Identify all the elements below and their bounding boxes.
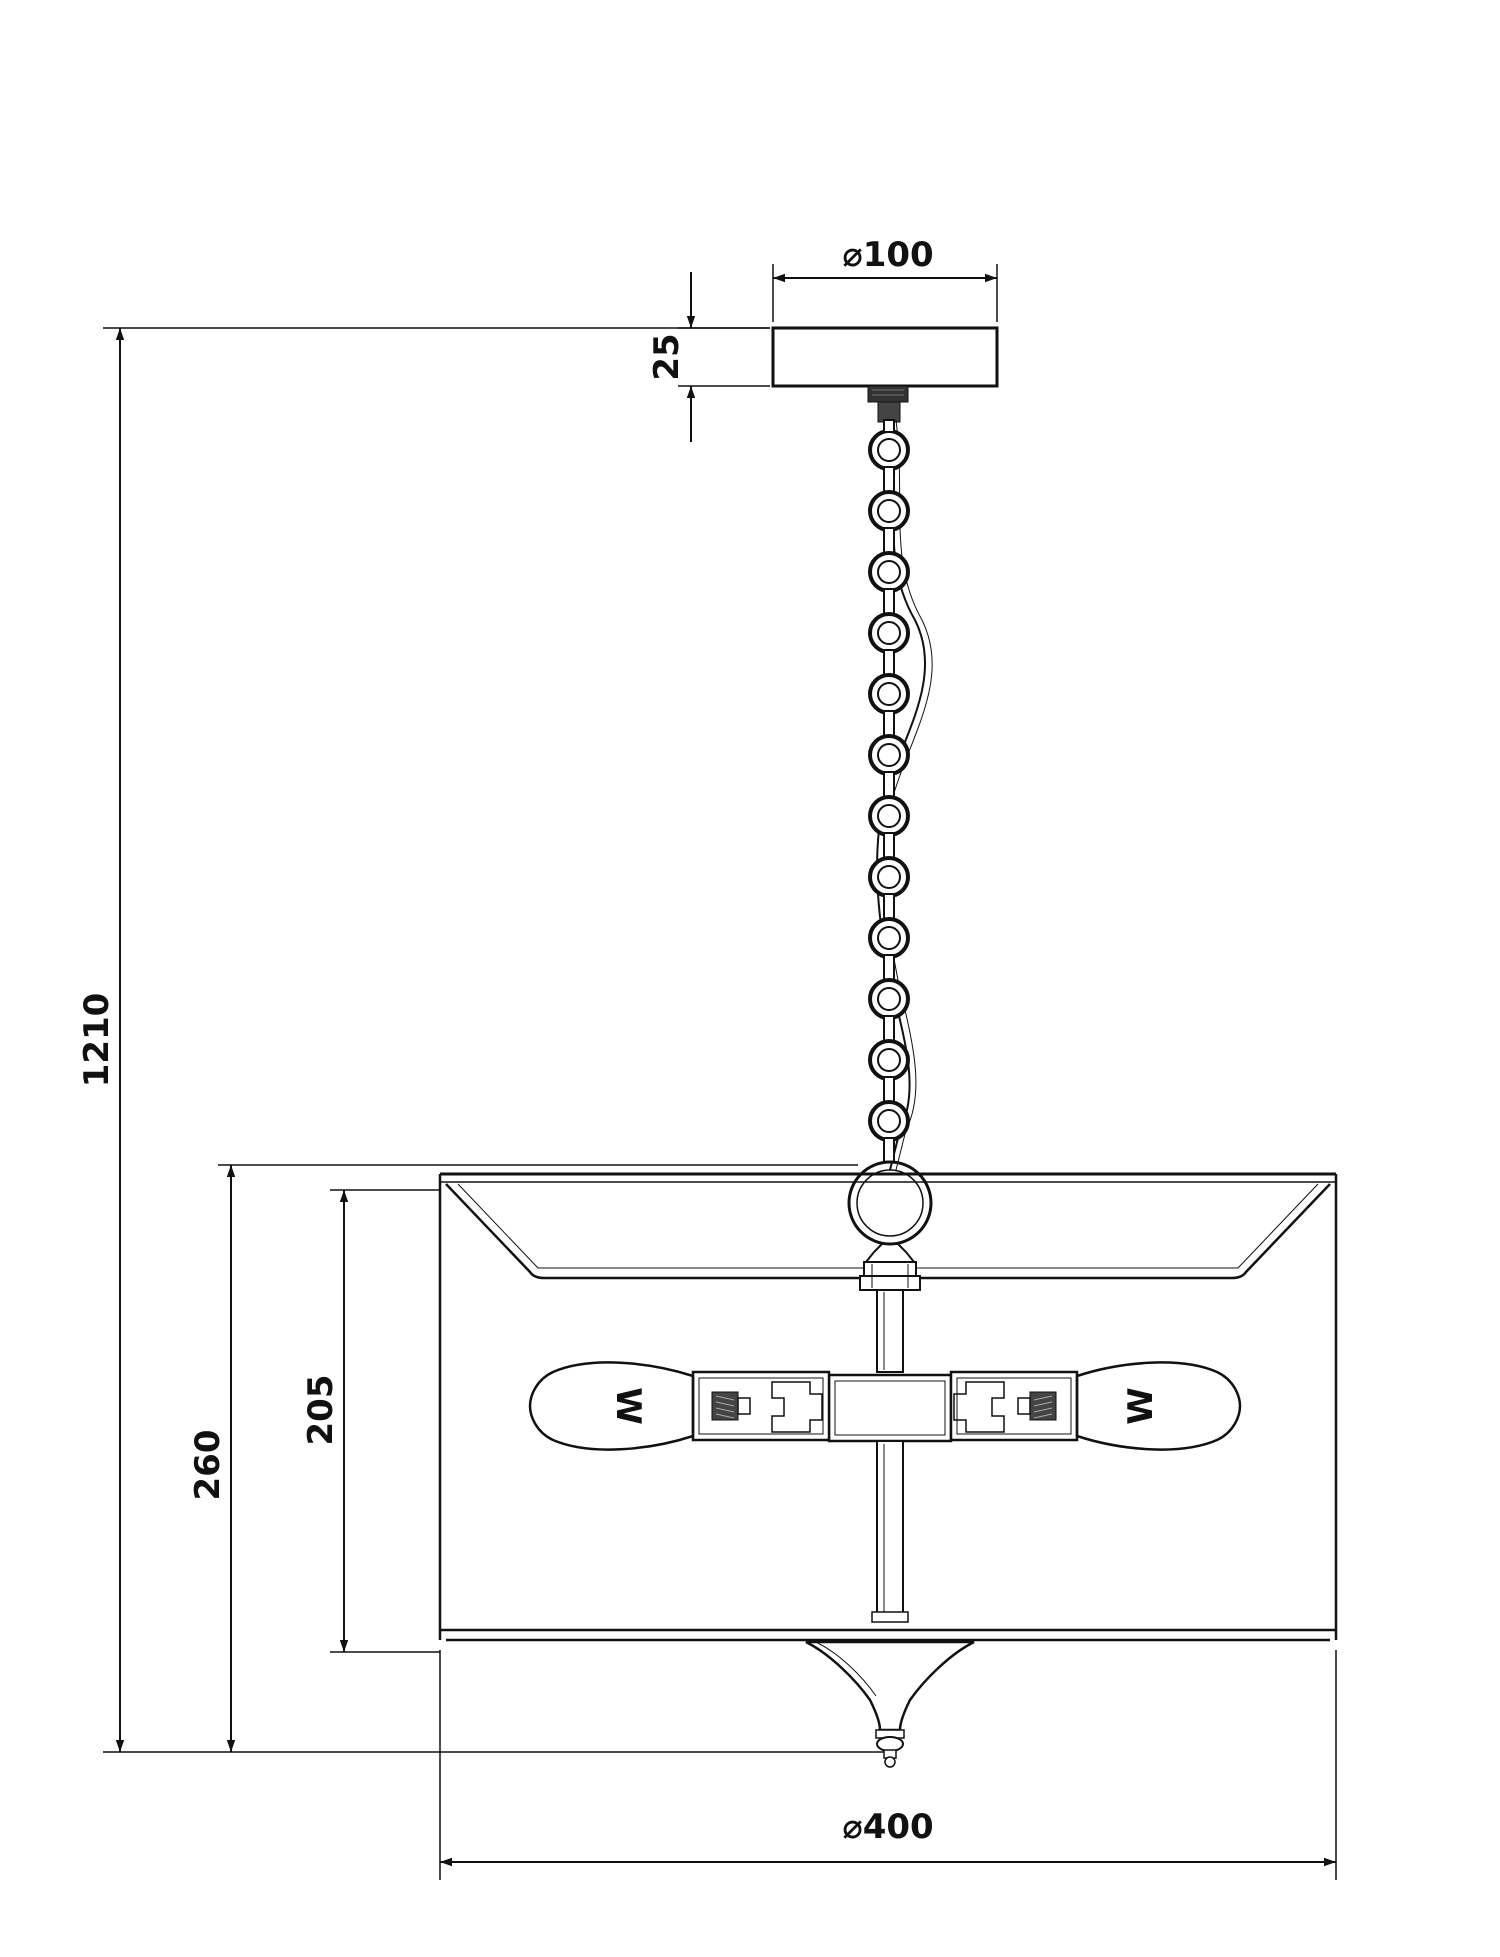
- dimension-body-height: 260: [188, 1164, 858, 1752]
- chain-link-hole: [877, 682, 901, 706]
- chain-link: [868, 490, 910, 532]
- left-bulb-mark: W: [608, 1387, 648, 1425]
- dimension-canopy-diameter: ⌀100: [772, 235, 998, 322]
- chain-link-hole: [877, 926, 901, 950]
- chain-link: [868, 1039, 910, 1081]
- chain-connector: [883, 832, 895, 861]
- right-candle-bulb: W: [1075, 1361, 1242, 1451]
- left-candle-bulb: W: [528, 1361, 695, 1451]
- right-bulb-mark: W: [1121, 1387, 1161, 1425]
- chain-link: [868, 795, 910, 837]
- left-socket-arm: [691, 1370, 831, 1442]
- chain-connector: [883, 893, 895, 922]
- chain-link: [868, 856, 910, 898]
- chain-connector: [883, 1015, 895, 1044]
- chain-link: [868, 1100, 910, 1142]
- suspension-chain: [868, 419, 933, 1171]
- overall-height-label: 1210: [77, 993, 117, 1088]
- shade-height-label: 205: [301, 1375, 341, 1446]
- chain-link-hole: [877, 987, 901, 1011]
- chain-connector: [883, 649, 895, 678]
- chain-link: [868, 429, 910, 471]
- chain-link-hole: [877, 560, 901, 584]
- chain-link-hole: [877, 1109, 901, 1133]
- chain-link: [868, 978, 910, 1020]
- chain-top-connector: [883, 419, 895, 433]
- chain-link: [868, 612, 910, 654]
- chain-connector: [883, 466, 895, 495]
- body-height-label: 260: [188, 1430, 228, 1501]
- ceiling-canopy: [771, 326, 999, 423]
- chain-connector: [883, 1076, 895, 1105]
- chain-connector: [883, 588, 895, 617]
- chain-link-hole: [877, 865, 901, 889]
- bottom-finial: [805, 1640, 975, 1768]
- dimension-canopy-height: 25: [647, 272, 770, 442]
- dimension-shade-diameter: ⌀400: [439, 1650, 1337, 1880]
- canopy-diameter-label: ⌀100: [842, 235, 933, 275]
- chain-connector: [883, 527, 895, 556]
- right-socket-arm: [949, 1370, 1079, 1442]
- chain-link-hole: [877, 804, 901, 828]
- central-stem: [827, 1160, 953, 1623]
- chain-link: [868, 551, 910, 593]
- chain-link-hole: [877, 621, 901, 645]
- shade-diameter-label: ⌀400: [842, 1807, 933, 1847]
- chain-link: [868, 734, 910, 776]
- canopy-height-label: 25: [647, 333, 687, 380]
- chain-bottom-connector: [883, 1137, 895, 1163]
- dimension-overall-height: 1210: [77, 327, 884, 1753]
- chain-connector: [883, 771, 895, 800]
- lamp-shade: [438, 1172, 1338, 1642]
- chain-link: [868, 673, 910, 715]
- chain-connector: [883, 710, 895, 739]
- dimension-shade-height: 205: [301, 1189, 440, 1653]
- chain-link-hole: [877, 743, 901, 767]
- chain-link-hole: [877, 499, 901, 523]
- chain-connector: [883, 954, 895, 983]
- chain-link-hole: [877, 438, 901, 462]
- chain-link-hole: [877, 1048, 901, 1072]
- chain-link: [868, 917, 910, 959]
